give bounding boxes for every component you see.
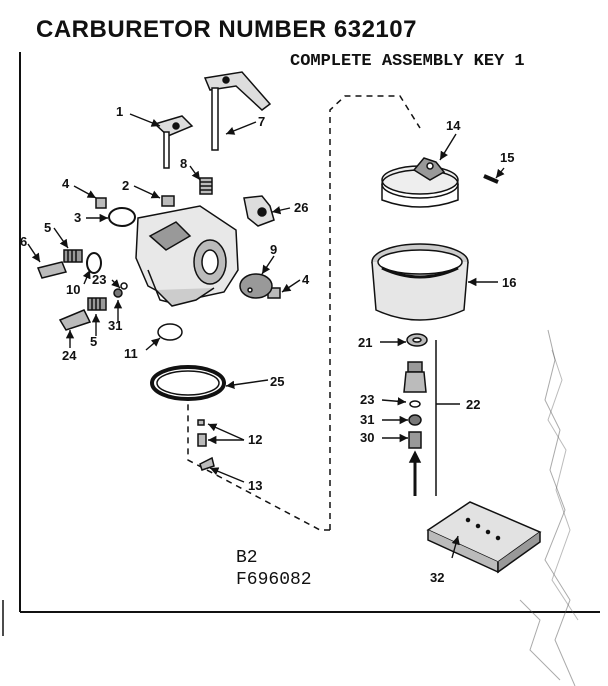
- part-pin-13: [199, 456, 215, 471]
- part-main-needle: [58, 282, 128, 331]
- callout-14: 14: [446, 118, 461, 133]
- callout-15: 15: [500, 150, 514, 165]
- part-seal-3: [108, 207, 136, 227]
- callout-8: 8: [180, 156, 187, 171]
- callout-1: 1: [116, 104, 123, 119]
- part-choke-valve: [239, 273, 273, 299]
- callout-22: 22: [466, 397, 480, 412]
- part-float-bowl: [371, 243, 469, 321]
- callout-7: 7: [258, 114, 265, 129]
- part-welch-plug: [157, 323, 183, 341]
- part-bowl-gasket: [150, 365, 226, 401]
- callout-5-lower: 5: [90, 334, 97, 349]
- diagram-title: CARBURETOR NUMBER 632107: [36, 16, 417, 43]
- diagram-code-b2: B2: [236, 548, 258, 568]
- callout-6: 6: [20, 234, 27, 249]
- callout-25: 25: [270, 374, 284, 389]
- callout-26: 26: [294, 200, 308, 215]
- part-choke-shaft: [203, 71, 272, 151]
- part-needle-seat-assembly: [403, 361, 427, 496]
- callout-10: 10: [66, 282, 80, 297]
- callout-16: 16: [502, 275, 516, 290]
- callout-23-right: 23: [360, 392, 374, 407]
- callout-labels: 1 7 8 2 4 3 26 5 6 9 4 10 23 31 5 24 11 …: [20, 104, 516, 585]
- part-float: [381, 157, 459, 208]
- callout-4-left: 4: [62, 176, 70, 191]
- part-float-hinge-pin: [483, 174, 499, 184]
- callout-30: 30: [360, 430, 374, 445]
- assembly-dash-lines: [187, 95, 421, 531]
- part-repair-kit-card: [426, 501, 542, 574]
- part-carburetor-body: [135, 205, 239, 307]
- callout-2: 2: [122, 178, 129, 193]
- callout-21: 21: [358, 335, 372, 350]
- part-throttle-shaft: [153, 115, 194, 169]
- callout-31-right: 31: [360, 412, 374, 427]
- callout-13: 13: [248, 478, 262, 493]
- part-fuel-fitting: [243, 195, 275, 227]
- diagram-subtitle: COMPLETE ASSEMBLY KEY 1: [290, 52, 525, 71]
- part-spring-8: [199, 177, 213, 195]
- scan-noise: [519, 329, 579, 686]
- part-idle-needle: [36, 249, 102, 279]
- callout-32: 32: [430, 570, 444, 585]
- callout-5-upper: 5: [44, 220, 51, 235]
- diagram-code-figure: F696082: [236, 570, 312, 590]
- callout-11: 11: [124, 346, 138, 361]
- callout-12: 12: [248, 432, 262, 447]
- callout-9: 9: [270, 242, 277, 257]
- callout-3: 3: [74, 210, 81, 225]
- callout-31-left: 31: [108, 318, 122, 333]
- leader-lines: [27, 113, 505, 559]
- callout-4-right: 4: [302, 272, 310, 287]
- callout-24: 24: [62, 348, 77, 363]
- part-float-pins: [197, 419, 207, 447]
- part-washer-21: [406, 333, 428, 347]
- bracket-22: [435, 340, 460, 496]
- part-small-screws: [95, 195, 281, 299]
- callout-23-left: 23: [92, 272, 106, 287]
